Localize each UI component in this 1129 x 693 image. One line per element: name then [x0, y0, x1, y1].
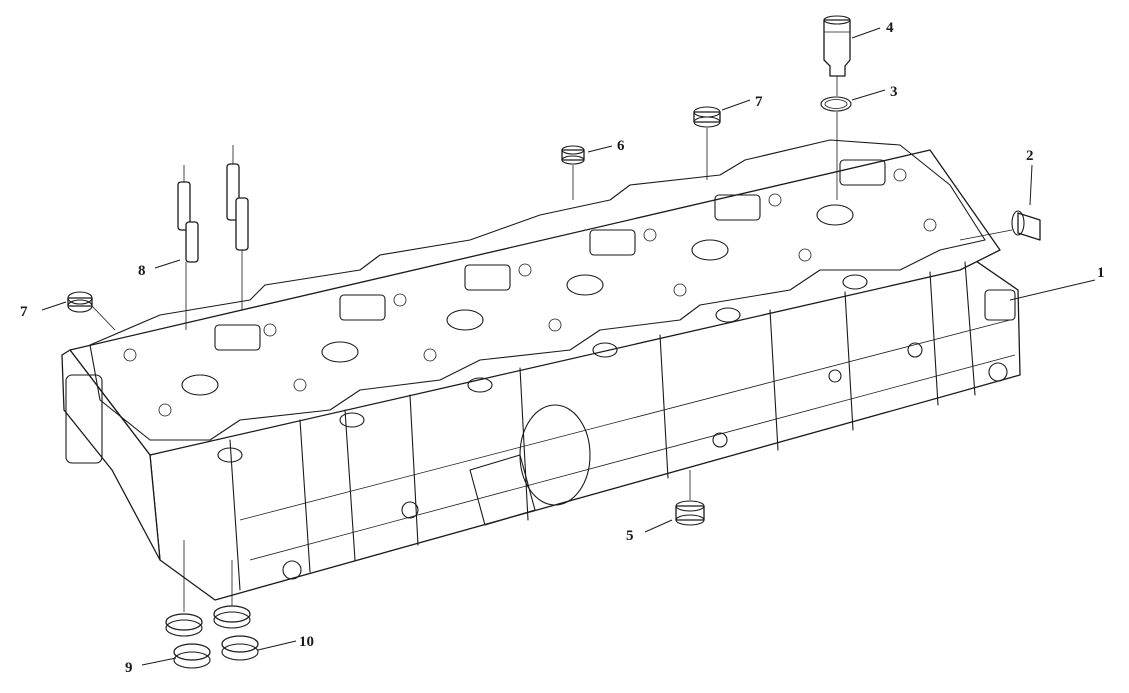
callout-8: 8: [138, 263, 146, 279]
injector-sleeve: [823, 15, 851, 77]
leader-lines: [41, 27, 1096, 666]
callout-6: 6: [617, 138, 625, 154]
cylinder-head-block: [61, 149, 1021, 601]
rocker-pedestals: [214, 159, 886, 351]
callout-3: 3: [890, 84, 898, 100]
assembly-axes: [91, 76, 1013, 612]
dowel-pins: [177, 163, 249, 263]
expansion-plug-side: [1011, 210, 1041, 241]
side-ribs: [229, 261, 1016, 591]
seal-cap-6: [561, 145, 585, 165]
seal-cap-7-top: [693, 106, 721, 128]
head-gasket-outline: [89, 139, 986, 463]
callout-7-top: 7: [755, 94, 763, 110]
cylinder-openings: [181, 204, 868, 463]
seal-cap-7-left: [67, 291, 93, 313]
bolt-holes: [123, 168, 937, 417]
port-flange: [469, 454, 536, 526]
callout-7-left: 7: [20, 304, 28, 320]
callout-10: 10: [299, 634, 314, 650]
end-cover-plate: [65, 374, 103, 464]
bottom-seal-rings: [165, 605, 259, 669]
port-opening: [519, 404, 591, 506]
callout-1: 1: [1097, 265, 1105, 281]
o-ring: [820, 96, 852, 112]
callout-4: 4: [886, 20, 894, 36]
bottom-plug: [675, 500, 705, 526]
callout-labels: 1 2 3 4 5 6 7 7 8 9 10: [20, 20, 1105, 676]
callout-9: 9: [125, 660, 133, 676]
callout-2: 2: [1026, 148, 1034, 164]
callout-5: 5: [626, 528, 634, 544]
